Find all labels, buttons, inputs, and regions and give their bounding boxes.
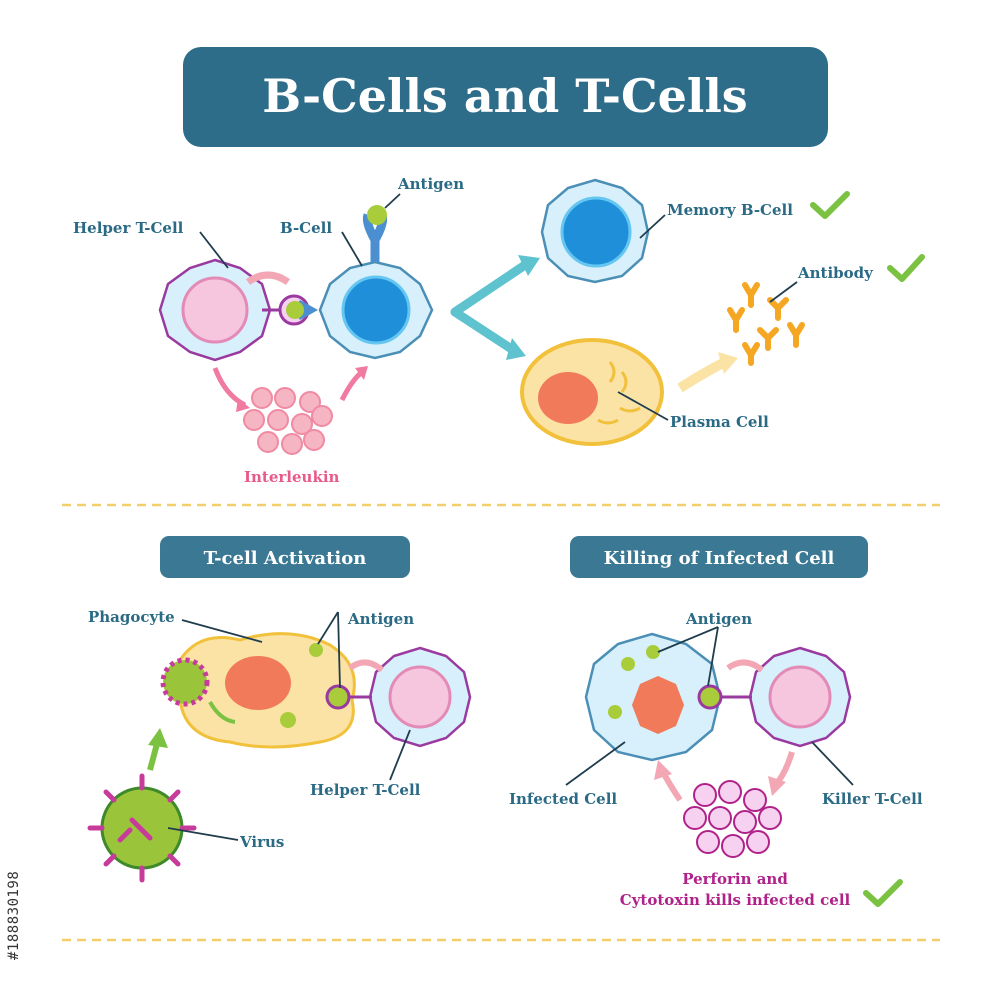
label-helper-t-cell-activation: Helper T-Cell <box>310 781 421 799</box>
label-killer-t-cell: Killer T-Cell <box>822 790 923 808</box>
leader-line <box>384 193 401 209</box>
memory-b-cell <box>540 178 650 284</box>
arrow-icon <box>339 370 364 402</box>
phagocyte <box>178 632 356 749</box>
arrow-icon <box>718 352 738 374</box>
leader-line <box>707 626 719 687</box>
interleukin-cluster <box>243 387 333 455</box>
antibody-cluster <box>727 282 805 366</box>
stock-id: #188830198 <box>6 870 22 960</box>
leader-line <box>317 611 339 645</box>
label-virus: Virus <box>239 833 284 851</box>
leader-line <box>389 729 411 781</box>
helper-t-cell <box>158 258 310 362</box>
helper-t-cell-activation <box>348 646 472 748</box>
svg-text:Killing of Infected Cell: Killing of Infected Cell <box>604 548 835 569</box>
arrow-icon <box>654 760 672 780</box>
checkmark-icon <box>887 254 925 282</box>
leader-line <box>341 231 363 267</box>
leader-line <box>639 214 666 239</box>
label-phagocyte: Phagocyte <box>88 608 175 626</box>
checkmark-icon <box>810 191 850 219</box>
label-perforin-line1: Perforin and <box>682 870 788 888</box>
virus <box>87 773 197 883</box>
label-antigen-killing: Antigen <box>685 610 752 628</box>
heading-t-cell-activation: T-cell Activation <box>160 536 410 578</box>
infected-cell <box>584 632 723 762</box>
checkmark-icon <box>863 879 903 907</box>
label-interleukin: Interleukin <box>244 468 340 486</box>
label-memory-b-cell: Memory B-Cell <box>667 201 793 219</box>
leader-line <box>565 741 626 786</box>
leader-line <box>657 626 719 653</box>
arrow-icon <box>236 398 250 412</box>
perforin-cluster <box>683 780 782 858</box>
killer-t-cell <box>722 646 852 748</box>
arrow-icon <box>355 366 368 380</box>
leader-line <box>811 741 854 786</box>
b-cell <box>286 205 434 360</box>
label-plasma-cell: Plasma Cell <box>670 413 769 431</box>
label-antigen-top: Antigen <box>397 175 464 193</box>
arrow-icon <box>768 776 786 796</box>
leader-line <box>769 281 798 303</box>
leader-line <box>167 827 239 841</box>
plasma-cell <box>520 338 664 446</box>
heading-killing-infected-cell: Killing of Infected Cell <box>570 536 868 578</box>
label-b-cell: B-Cell <box>280 219 332 237</box>
title-banner: B-Cells and T-Cells <box>183 47 828 147</box>
differentiation-arrows <box>450 255 540 360</box>
arrow-icon <box>677 357 728 393</box>
arrow-icon <box>148 728 168 748</box>
label-antibody: Antibody <box>797 264 874 282</box>
page-title: B-Cells and T-Cells <box>262 69 747 123</box>
leader-line <box>337 611 341 689</box>
leader-line <box>617 391 669 421</box>
label-helper-t-cell: Helper T-Cell <box>73 219 184 237</box>
label-infected-cell: Infected Cell <box>509 790 617 808</box>
label-perforin-line2: Cytotoxin kills infected cell <box>620 891 851 909</box>
arrow-icon <box>212 367 247 408</box>
label-antigen-activation: Antigen <box>347 610 414 628</box>
leader-line <box>199 231 229 269</box>
virus-engulfed <box>160 657 210 707</box>
svg-text:T-cell Activation: T-cell Activation <box>204 548 367 569</box>
leader-line <box>181 619 263 643</box>
